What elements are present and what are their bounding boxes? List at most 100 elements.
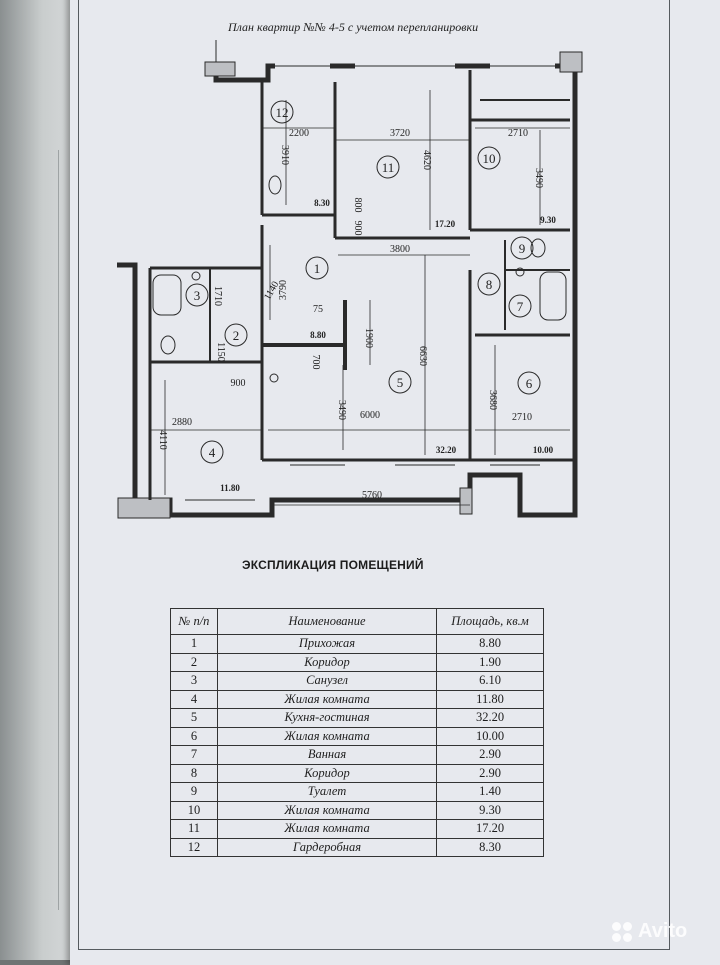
cell-num: 9: [170, 782, 218, 802]
room-area: 11.80: [220, 483, 240, 493]
cell-area: 17.20: [436, 819, 544, 839]
cell-num: 10: [170, 800, 218, 820]
cell-area: 9.30: [436, 800, 544, 820]
dimension-label: 800: [352, 198, 363, 213]
cell-num: 1: [170, 634, 218, 654]
dimension-label: 5760: [362, 490, 382, 501]
cell-name: Коридор: [217, 763, 437, 783]
room-area: 8.80: [310, 330, 326, 340]
cell-area: 11.80: [436, 689, 544, 709]
dimension-label: 3910: [279, 145, 290, 165]
dimension-label: 700: [310, 355, 321, 370]
dimension-label: 6000: [360, 410, 380, 421]
dimension-label: 3490: [336, 400, 347, 420]
cell-area: 10.00: [436, 726, 544, 746]
room-area: 32.20: [436, 445, 457, 455]
dimension-label: 1900: [363, 328, 374, 348]
cell-name: Санузел: [217, 671, 437, 691]
dimension-label: 75: [313, 304, 323, 315]
room-number: 2: [233, 328, 240, 343]
explication-title: ЭКСПЛИКАЦИЯ ПОМЕЩЕНИЙ: [242, 558, 424, 572]
cell-num: 3: [170, 671, 218, 691]
cell-area: 8.80: [436, 634, 544, 654]
cell-name: Жилая комната: [217, 800, 437, 820]
room-area: 10.00: [533, 445, 554, 455]
cell-name: Туалет: [217, 782, 437, 802]
cell-num: 7: [170, 745, 218, 765]
left-page-line: [58, 150, 59, 910]
dimension-label: 3680: [487, 390, 498, 410]
cell-area: 2.90: [436, 745, 544, 765]
dimension-label: 900: [231, 378, 246, 389]
dimension-label: 1710: [212, 286, 223, 306]
header-area: Площадь, кв.м: [436, 608, 544, 635]
header-num: № п/п: [170, 608, 218, 635]
cell-area: 1.40: [436, 782, 544, 802]
drawing-frame: [78, 0, 670, 950]
table-header-row: № п/п Наименование Площадь, кв.м: [170, 608, 544, 635]
cell-num: 8: [170, 763, 218, 783]
room-number: 8: [486, 277, 493, 292]
dimension-label: 3800: [390, 244, 410, 255]
dimension-label: 2200: [289, 128, 309, 139]
plan-title: План квартир №№ 4-5 с учетом перепланиро…: [228, 20, 479, 34]
room-area: 8.30: [314, 198, 330, 208]
cell-area: 2.90: [436, 763, 544, 783]
room-number: 5: [397, 375, 404, 390]
cell-name: Гардеробная: [217, 837, 437, 857]
cell-name: Ванная: [217, 745, 437, 765]
cell-num: 5: [170, 708, 218, 728]
cell-area: 32.20: [436, 708, 544, 728]
cell-num: 12: [170, 837, 218, 857]
room-number: 11: [382, 160, 395, 175]
dimension-label: 4620: [421, 150, 432, 170]
cell-name: Жилая комната: [217, 689, 437, 709]
cell-name: Кухня-гостиная: [217, 708, 437, 728]
cell-name: Коридор: [217, 652, 437, 672]
dimension-label: 3490: [533, 168, 544, 188]
dimension-label: 2710: [508, 128, 528, 139]
room-area: 17.20: [435, 219, 456, 229]
outer-wall: [117, 63, 578, 518]
cell-area: 8.30: [436, 837, 544, 857]
room-number: 6: [526, 376, 533, 391]
header-name: Наименование: [217, 608, 437, 635]
room-number: 7: [517, 299, 524, 314]
cell-name: Жилая комната: [217, 726, 437, 746]
cell-num: 6: [170, 726, 218, 746]
room-number: 4: [209, 445, 216, 460]
cell-name: Жилая комната: [217, 819, 437, 839]
dimension-label: 6630: [417, 346, 428, 366]
dimension-label: 1150: [215, 342, 226, 362]
room-area: 9.30: [540, 215, 556, 225]
cell-num: 2: [170, 652, 218, 672]
dimension-label: 2880: [172, 417, 192, 428]
left-page-edge: [0, 0, 70, 960]
room-number: 1: [314, 261, 321, 276]
room-number: 10: [483, 151, 496, 166]
dimension-label: 900: [352, 221, 363, 236]
room-number: 3: [194, 288, 201, 303]
dimension-label: 3790: [278, 280, 289, 300]
avito-logo-icon: [612, 921, 634, 942]
dimension-label: 3720: [390, 128, 410, 139]
dimension-label: 4110: [157, 430, 168, 450]
watermark-text: Avito: [638, 920, 688, 942]
dimension-label: 2710: [512, 412, 532, 423]
room-number: 9: [519, 241, 526, 256]
cell-area: 6.10: [436, 671, 544, 691]
room-number: 12: [276, 105, 289, 120]
